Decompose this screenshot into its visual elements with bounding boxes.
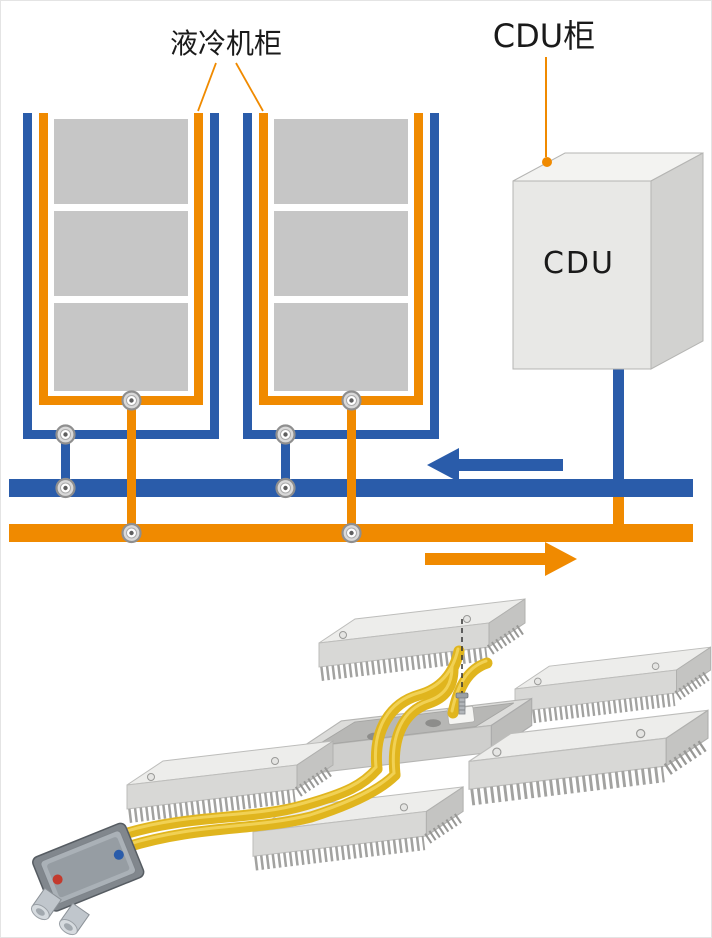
quick-connector-icon [55, 477, 76, 499]
labels: 液冷机柜 CDU柜 [170, 17, 595, 167]
cabinet-1 [23, 113, 219, 533]
tray-port-hole [425, 719, 441, 728]
cdu-blue-riser-pipe [613, 367, 624, 497]
cold-plate-module [515, 647, 711, 718]
blue-port-mark [113, 849, 124, 860]
cdu-box: CDU [512, 152, 704, 370]
quick-connector-icon [341, 522, 362, 544]
supply-flow-arrow-left [427, 448, 563, 482]
cold-plate-assembly [30, 599, 711, 936]
cdu-orange-riser-pipe [613, 497, 624, 533]
connector-port [58, 902, 90, 936]
quick-connector-3d [30, 822, 145, 936]
cabinet-2 [243, 113, 439, 533]
cdu-unit-label: CDU [543, 246, 615, 281]
screw-icon [455, 692, 469, 715]
connector-port [30, 887, 62, 921]
red-port-mark [52, 874, 63, 885]
tray-side-face [490, 697, 533, 754]
label-liquid-cooling-cabinet: 液冷机柜 [170, 27, 282, 60]
label-cdu-cabinet: CDU柜 [493, 17, 595, 55]
return-flow-arrow-right [425, 542, 577, 576]
leader-line [235, 62, 264, 112]
connector-face-inner [47, 837, 130, 898]
leader-dot [542, 157, 552, 167]
quick-connector-icon [121, 522, 142, 544]
cdu-front-face [512, 180, 652, 370]
cold-plate-module [319, 599, 525, 674]
quick-connector-icon [275, 477, 296, 499]
cdu-side-face [650, 152, 704, 370]
leader-line [197, 62, 217, 112]
